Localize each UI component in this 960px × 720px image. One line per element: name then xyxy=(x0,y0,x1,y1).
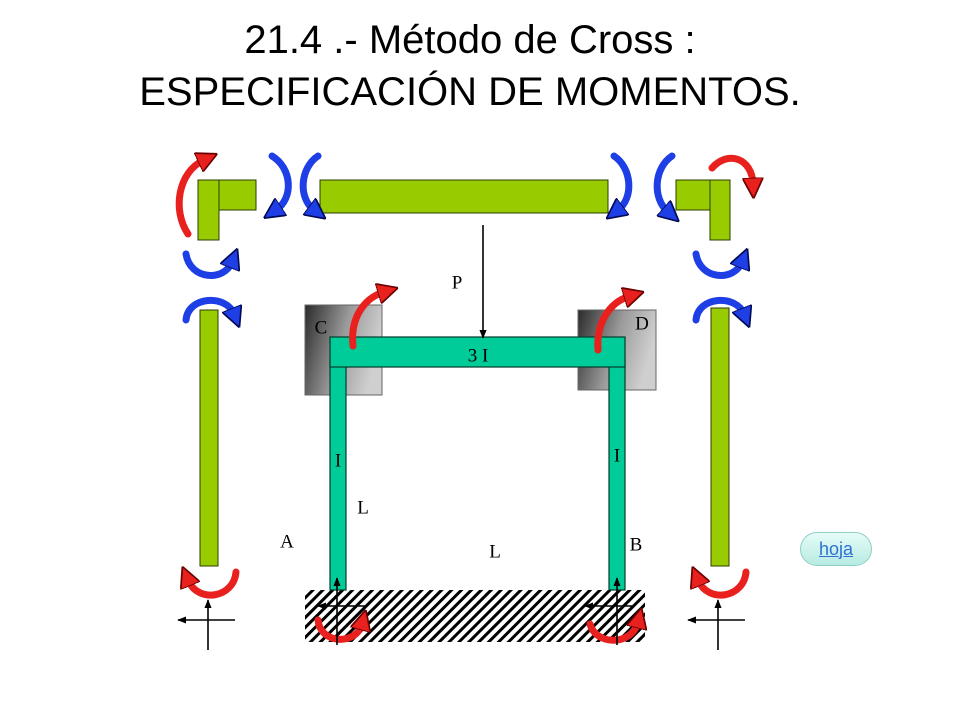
label-beam-inertia: 3 I xyxy=(468,346,489,367)
hoja-link-button[interactable]: hoja xyxy=(800,532,872,566)
right-column xyxy=(710,307,730,567)
moment-arrow-support-a xyxy=(314,620,362,643)
label-right-column-inertia: I xyxy=(614,446,620,467)
label-beam-length: L xyxy=(489,542,501,563)
label-node-c: C xyxy=(315,318,328,339)
frame-left-column xyxy=(329,359,347,591)
title-line-2: ESPECIFICACIÓN DE MOMENTOS. xyxy=(139,70,801,114)
frame-right-column xyxy=(608,359,626,591)
moment-arrow-right-corner-bottom xyxy=(692,254,742,279)
moment-arrow-node-c xyxy=(349,292,384,350)
moment-arrow-top-left-corner xyxy=(175,160,204,238)
frame-beam xyxy=(329,336,626,368)
right-corner-vertical xyxy=(709,179,731,241)
left-corner-horizontal xyxy=(218,179,257,211)
moment-arrow-top-right-corner xyxy=(708,154,753,184)
moment-arrow-beam-right-1 xyxy=(614,152,633,210)
moment-arrow-beam-left-2 xyxy=(299,152,318,210)
right-corner-horizontal xyxy=(675,179,711,211)
left-corner-vertical xyxy=(197,179,220,241)
label-column-length: L xyxy=(357,498,369,519)
moment-arrow-beam-right-2 xyxy=(653,152,672,212)
label-support-a: A xyxy=(280,532,294,553)
label-load-p: P xyxy=(452,273,463,294)
moment-arrow-left-column-top xyxy=(182,297,234,320)
moment-arrow-node-d xyxy=(594,296,630,354)
label-node-d: D xyxy=(635,314,649,335)
moment-arrow-right-column-top xyxy=(692,297,744,320)
moment-arrow-left-corner-bottom xyxy=(182,254,232,279)
moment-arrow-right-column-bottom xyxy=(698,572,750,599)
title-line-1: 21.4 .- Método de Cross : xyxy=(244,18,696,62)
top-beam xyxy=(319,179,609,214)
label-support-b: B xyxy=(630,535,643,556)
left-column xyxy=(199,309,219,567)
slide-title: 21.4 .- Método de Cross : ESPECIFICACIÓN… xyxy=(0,14,940,118)
hoja-link-label: hoja xyxy=(818,538,854,559)
moment-arrow-left-column-bottom xyxy=(188,572,240,599)
label-left-column-inertia: I xyxy=(335,451,341,472)
moment-arrow-support-b xyxy=(586,622,638,644)
moment-arrow-beam-left-1 xyxy=(272,152,292,210)
